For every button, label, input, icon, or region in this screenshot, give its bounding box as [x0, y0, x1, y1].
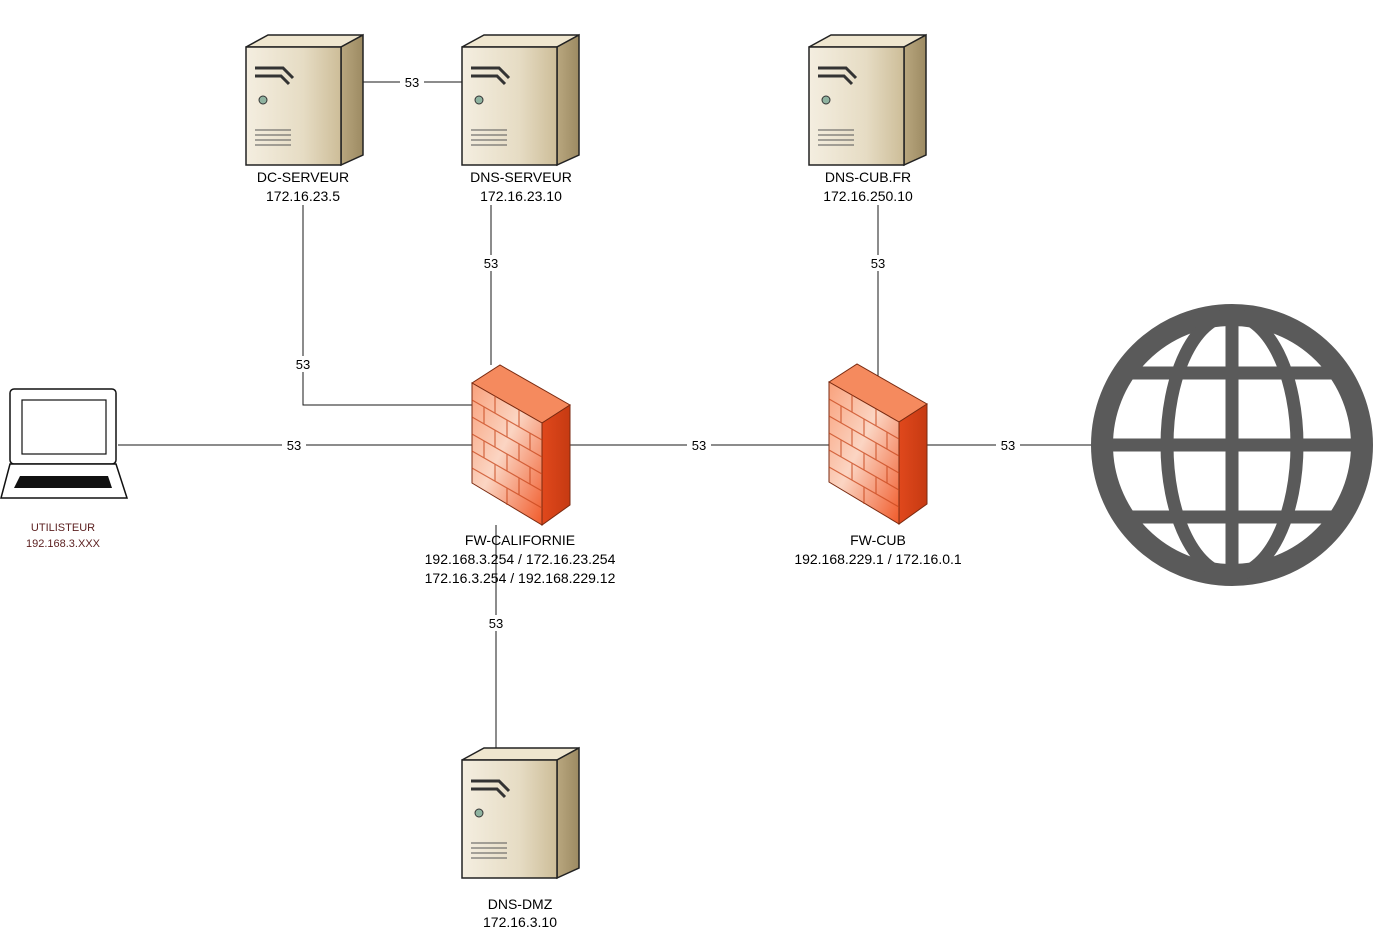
node-dns-serveur[interactable]: DNS-SERVEUR 172.16.23.10: [460, 33, 581, 204]
port-label: 53: [484, 256, 498, 271]
node-ip: 172.16.3.10: [483, 914, 557, 930]
node-fw-californie[interactable]: FW-CALIFORNIE 192.168.3.254 / 172.16.23.…: [425, 364, 616, 586]
port-label: 53: [1001, 438, 1015, 453]
link-dc-fwcal: [302, 205, 472, 406]
node-ip: 192.168.3.XXX: [26, 538, 101, 550]
node-ip: 172.16.250.10: [823, 188, 913, 204]
node-dns-cub[interactable]: DNS-CUB.FR 172.16.250.10: [807, 33, 928, 204]
port-label: 53: [489, 616, 503, 631]
firewall-icon: [471, 364, 571, 526]
node-dns-dmz[interactable]: DNS-DMZ 172.16.3.10: [460, 746, 581, 930]
node-name: DNS-DMZ: [488, 896, 553, 912]
globe-icon: [1091, 304, 1373, 586]
node-fw-cub[interactable]: FW-CUB 192.168.229.1 / 172.16.0.1: [794, 363, 962, 567]
server-icon: [244, 33, 365, 167]
node-ip: 192.168.3.254 / 172.16.23.254: [425, 551, 616, 567]
server-icon: [460, 746, 581, 880]
node-utilisateur[interactable]: UTILISTEUR 192.168.3.XXX: [0, 388, 129, 550]
firewall-icon: [828, 363, 928, 525]
node-ip: 172.16.3.254 / 192.168.229.12: [425, 570, 616, 586]
port-label: 53: [296, 357, 310, 372]
port-label: 53: [287, 438, 301, 453]
node-dc-serveur[interactable]: DC-SERVEUR 172.16.23.5: [244, 33, 365, 204]
node-name: FW-CUB: [850, 532, 906, 548]
node-name: FW-CALIFORNIE: [465, 532, 575, 548]
port-label: 53: [405, 75, 419, 90]
node-name: DNS-SERVEUR: [470, 169, 572, 185]
node-name: DNS-CUB.FR: [825, 169, 911, 185]
node-name: DC-SERVEUR: [257, 169, 349, 185]
node-ip: 172.16.23.10: [480, 188, 562, 204]
server-icon: [460, 33, 581, 167]
node-internet[interactable]: [1091, 304, 1373, 586]
port-label: 53: [871, 256, 885, 271]
node-ip: 172.16.23.5: [266, 188, 340, 204]
port-label: 53: [692, 438, 706, 453]
laptop-icon: [0, 388, 129, 499]
node-ip: 192.168.229.1 / 172.16.0.1: [794, 551, 962, 567]
server-icon: [807, 33, 928, 167]
port-labels: 53 53 53 53 53 53 53 53: [282, 74, 1020, 631]
node-name: UTILISTEUR: [31, 522, 95, 534]
